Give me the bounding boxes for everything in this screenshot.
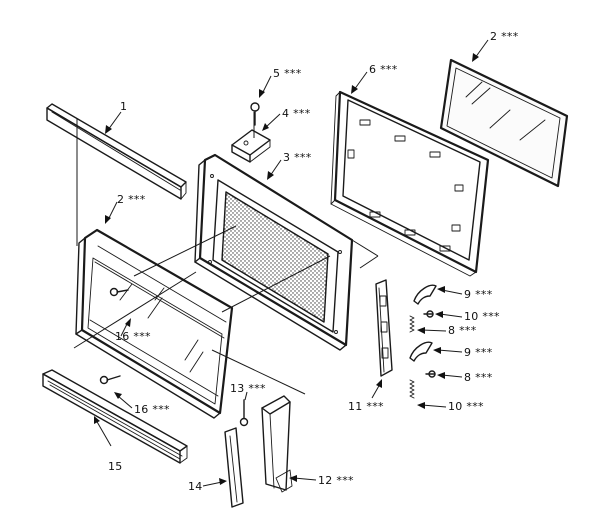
label-part-8-upper: 8 *** bbox=[448, 324, 477, 337]
label-part-10-upper: 10 *** bbox=[464, 310, 500, 323]
part-9-latch-lower bbox=[409, 341, 433, 362]
alignment-lines bbox=[73, 112, 379, 395]
part-10-clip-upper bbox=[423, 310, 434, 318]
part-15-bottom-trim bbox=[42, 369, 188, 464]
part-11-latch-plate bbox=[375, 279, 393, 377]
part-16-screw-upper bbox=[109, 287, 129, 297]
label-part-5: 5 *** bbox=[273, 67, 302, 80]
part-2-outer-door bbox=[75, 228, 234, 419]
label-part-9-upper: 9 *** bbox=[464, 288, 493, 301]
label-part-8-lower: 8 *** bbox=[464, 371, 493, 384]
label-part-6: 6 *** bbox=[369, 63, 398, 76]
label-part-13: 13 *** bbox=[230, 382, 266, 395]
part-14-hinge-strip bbox=[224, 427, 244, 508]
part-3-door-liner bbox=[194, 153, 354, 351]
label-part-12: 12 *** bbox=[318, 474, 354, 487]
label-part-2-door: 2 *** bbox=[117, 193, 146, 206]
part-2-glass-panel bbox=[439, 58, 569, 188]
part-13-screw bbox=[239, 399, 249, 427]
label-part-16-lower: 16 *** bbox=[134, 403, 170, 416]
label-part-2-glass: 2 *** bbox=[490, 30, 519, 43]
label-part-9-lower: 9 *** bbox=[464, 346, 493, 359]
part-9-latch-upper bbox=[413, 284, 437, 305]
part-6-inner-frame bbox=[330, 90, 490, 277]
label-part-11: 11 *** bbox=[348, 400, 384, 413]
label-part-1: 1 bbox=[120, 100, 127, 113]
label-part-4: 4 *** bbox=[282, 107, 311, 120]
label-part-16-upper: 16 *** bbox=[115, 330, 151, 343]
label-part-10-lower: 10 *** bbox=[448, 400, 484, 413]
part-1-top-trim bbox=[46, 103, 187, 200]
part-8-spring-upper bbox=[409, 315, 415, 333]
part-5-screw bbox=[250, 102, 260, 126]
part-labels: 1 2 *** 6 *** 5 *** 4 *** 3 *** 2 *** 9 … bbox=[108, 30, 519, 493]
label-part-15: 15 bbox=[108, 460, 123, 473]
part-10-spring-lower bbox=[409, 379, 415, 399]
part-8-clip-lower bbox=[425, 370, 436, 378]
part-16-screw-lower bbox=[99, 375, 121, 385]
part-4-bracket bbox=[231, 129, 271, 163]
label-part-3: 3 *** bbox=[283, 151, 312, 164]
label-leaders bbox=[94, 39, 489, 487]
part-12-hinge-bracket bbox=[261, 395, 293, 493]
label-part-14: 14 bbox=[188, 480, 203, 493]
